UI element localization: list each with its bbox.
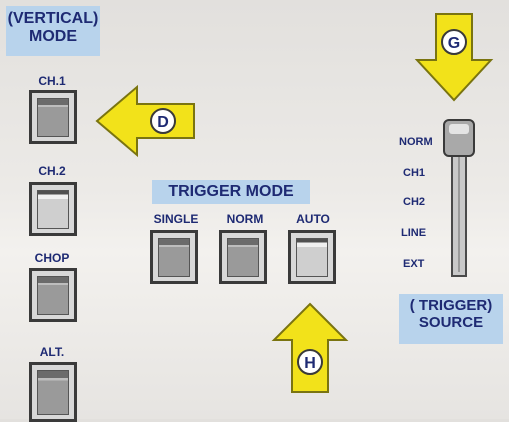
single-button-cap (158, 238, 190, 277)
auto-button-cap (296, 238, 328, 277)
ch2-label: CH.2 (38, 164, 66, 178)
auto-button[interactable] (288, 230, 336, 284)
alt-button[interactable] (29, 362, 77, 422)
source-ch1-label: CH1 (403, 167, 426, 179)
norm-mode-button[interactable] (219, 230, 267, 284)
norm-mode-label: NORM (226, 212, 264, 226)
ch1-button-cap (37, 98, 69, 137)
source-ext-label: EXT (403, 258, 425, 270)
callout-arrow-h: H (271, 302, 349, 393)
callout-arrow-g: G (414, 13, 494, 102)
trigger-source-title: ( TRIGGER) SOURCE (399, 294, 503, 344)
ch2-button-cap (37, 190, 69, 229)
trigger-source-slider[interactable] (440, 118, 480, 282)
source-ch2-label: CH2 (403, 196, 426, 208)
callout-d-letter: D (157, 114, 169, 131)
callout-g-letter: G (448, 35, 460, 52)
auto-label: AUTO (296, 212, 330, 226)
callout-arrow-d: D (95, 84, 195, 158)
chop-button[interactable] (29, 268, 77, 322)
callout-h-letter: H (304, 355, 316, 372)
norm-mode-button-cap (227, 238, 259, 277)
ch1-label: CH.1 (38, 74, 66, 88)
source-line-label: LINE (401, 227, 427, 239)
single-button[interactable] (150, 230, 198, 284)
single-label: SINGLE (153, 212, 199, 226)
chop-label: CHOP (34, 251, 70, 265)
source-norm-label: NORM (399, 136, 433, 148)
ch1-button[interactable] (29, 90, 77, 144)
chop-button-cap (37, 276, 69, 315)
alt-label: ALT. (39, 345, 65, 359)
alt-button-cap (37, 370, 69, 415)
trigger-mode-title: TRIGGER MODE (152, 180, 310, 204)
ch2-button[interactable] (29, 182, 77, 236)
vertical-mode-title: (VERTICAL) MODE (6, 6, 100, 56)
